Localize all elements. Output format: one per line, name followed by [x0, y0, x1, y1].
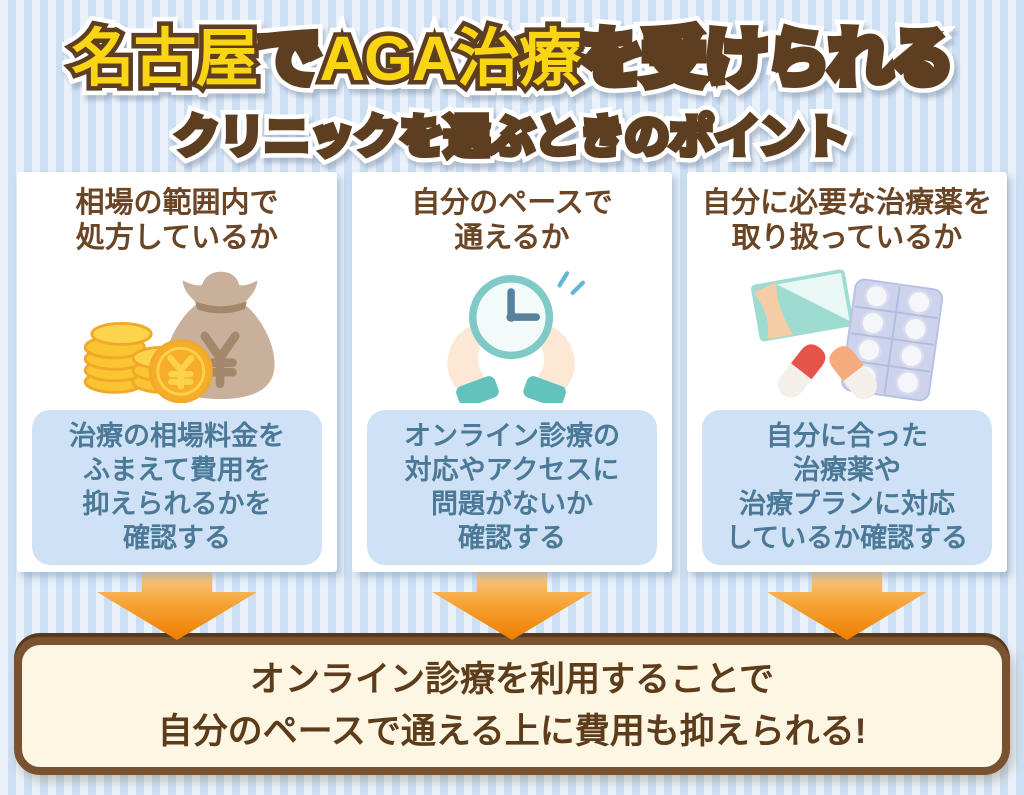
down-arrow-icon	[767, 560, 927, 640]
card-heading-price: 相場の範囲内で処方しているか	[75, 187, 279, 254]
point-card-price: 相場の範囲内で処方しているか	[17, 172, 337, 572]
title-line2-text: クリニックを選ぶときのポイント	[174, 111, 850, 162]
title-line1-stroke-layer: 名古屋でAGA治療を受けられる	[67, 20, 958, 99]
title-line1-text: 名古屋でAGA治療を受けられる	[71, 24, 954, 94]
card-heading-medicine: 自分に必要な治療薬を取り扱っているか	[701, 187, 992, 254]
page-title: 名古屋でAGA治療を受けられる 名古屋でAGA治療を受けられる 名古屋でAGA治…	[0, 12, 1024, 170]
points-row: 相場の範囲内で処方しているか	[0, 172, 1024, 572]
point-card-pace: 自分のペースで通えるか	[352, 172, 672, 572]
title-line2-outline-layer: クリニックを選ぶときのポイント	[167, 104, 857, 170]
note-box-price: 治療の相場料金をふまえて費用を抑えられるかを確認する	[32, 410, 322, 565]
conclusion-line: 自分のペースで通える上に費用も抑えられる!	[157, 712, 867, 751]
title-line-1: 名古屋でAGA治療を受けられる 名古屋でAGA治療を受けられる 名古屋でAGA治…	[0, 12, 1024, 106]
title-line-2: クリニックを選ぶときのポイント クリニックを選ぶときのポイント クリニックを選ぶ…	[0, 104, 1024, 170]
note-box-pace: オンライン診療の対応やアクセスに問題がないか確認する	[367, 410, 657, 565]
note-box-medicine: 自分に合った治療薬や治療プランに対応しているか確認する	[702, 410, 992, 565]
down-arrow-icon	[97, 560, 257, 640]
money-bag-coins-icon	[17, 260, 337, 406]
down-arrow-icon	[432, 560, 592, 640]
medicine-pills-icon	[687, 260, 1007, 406]
title-line1-outline-layer: 名古屋でAGA治療を受けられる	[63, 15, 963, 103]
hands-holding-clock-icon	[352, 260, 672, 406]
point-card-medicine: 自分に必要な治療薬を取り扱っているか	[687, 172, 1007, 572]
conclusion-line: オンライン診療を利用することで	[250, 660, 774, 699]
card-heading-pace: 自分のペースで通えるか	[411, 187, 613, 254]
arrows-row	[0, 560, 1024, 640]
conclusion-box: オンライン診療を利用することで 自分のペースで通える上に費用も抑えられる!	[14, 637, 1010, 775]
title-line2-stroke-layer: クリニックを選ぶときのポイント	[171, 108, 852, 165]
